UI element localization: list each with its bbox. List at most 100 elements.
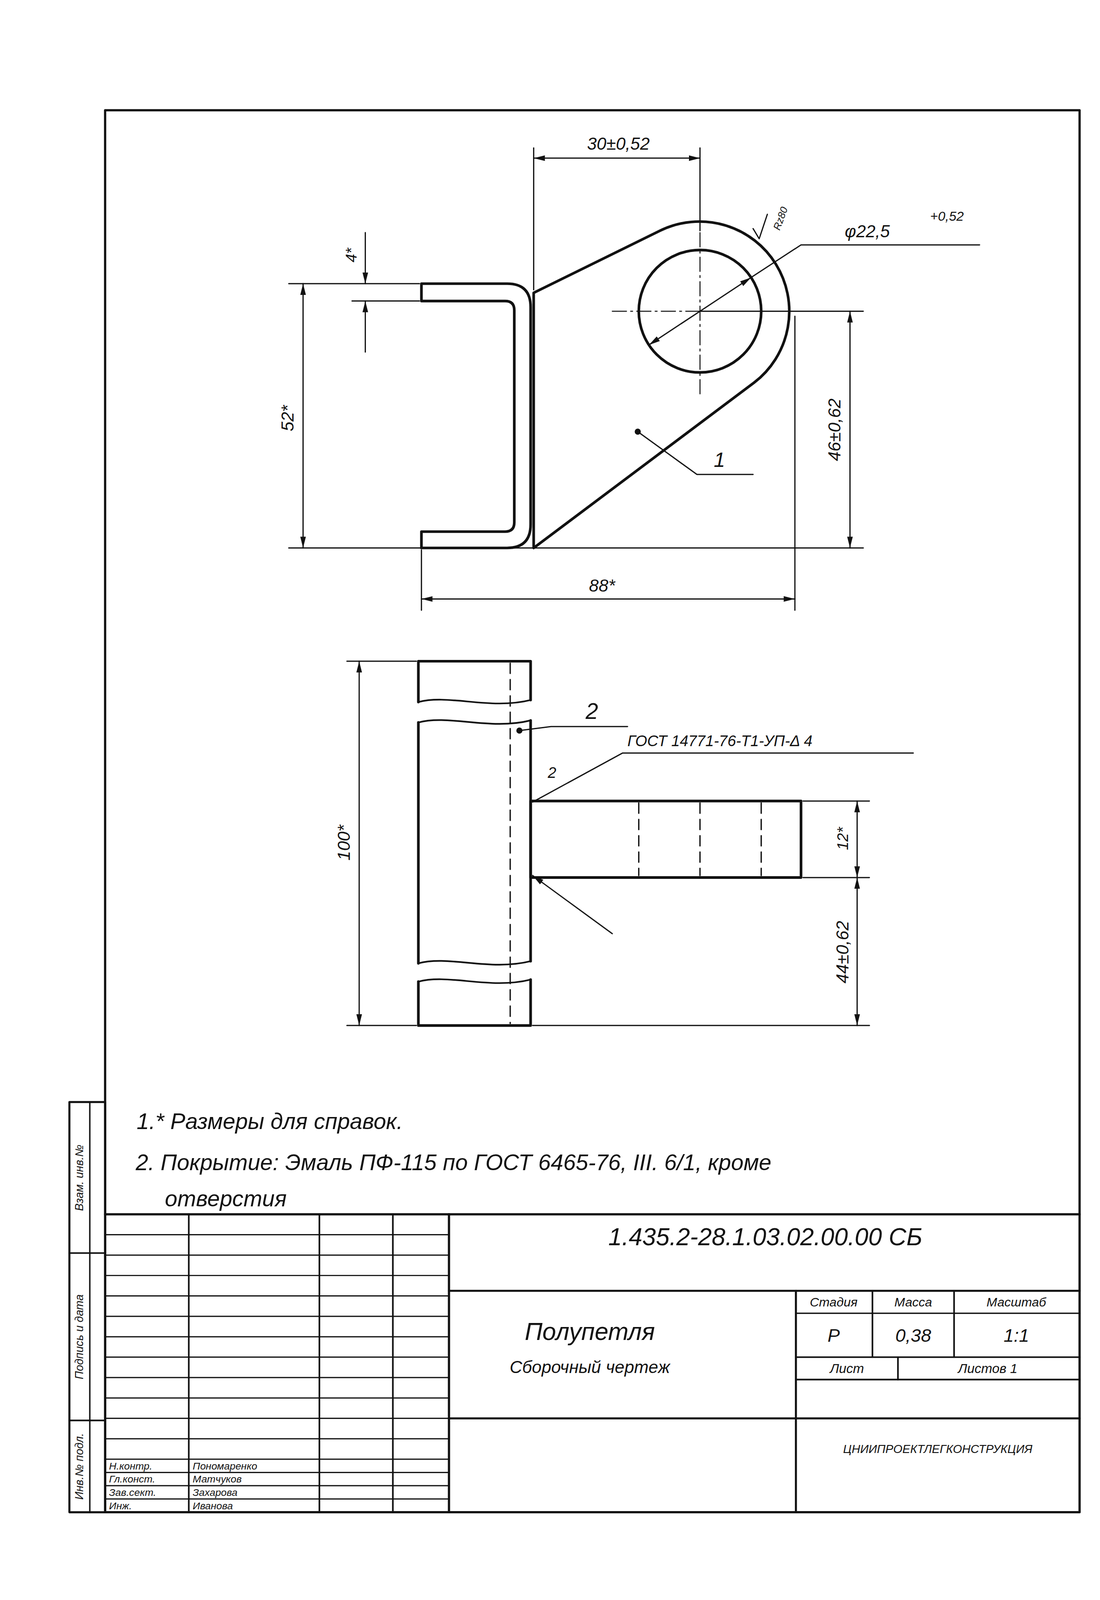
extension-line	[802, 877, 870, 879]
role-cell: Гл.конст.	[108, 1473, 156, 1485]
callout-number: 2	[584, 700, 600, 723]
title-block-line	[447, 1214, 450, 1513]
bent-strip	[421, 283, 531, 549]
extension-line	[802, 800, 870, 802]
dimension-line	[302, 283, 304, 549]
table-cell: 1:1	[1002, 1326, 1030, 1345]
extension-line	[794, 316, 796, 611]
dimension-line	[649, 311, 701, 345]
title-block-line	[953, 1290, 956, 1357]
dimension-text: 100*	[335, 824, 353, 862]
role-cell: Зав.сект.	[108, 1487, 157, 1498]
roughness-mark	[752, 214, 768, 240]
hidden-line	[699, 802, 701, 876]
title-block-line	[795, 1356, 1080, 1359]
dimension-line	[700, 277, 752, 311]
title-block-line	[897, 1356, 899, 1380]
drawing-number: 1.435.2-28.1.03.02.00.00 СБ	[607, 1224, 924, 1250]
dimension-text: 12*	[835, 826, 851, 852]
document-type: Сборочный чертеж	[508, 1358, 672, 1377]
title-block-line	[795, 1312, 1080, 1315]
table-header: Масштаб	[985, 1295, 1047, 1309]
plate-side-view	[530, 801, 802, 878]
hidden-line	[509, 663, 511, 1024]
dimension-line	[358, 661, 361, 1026]
title-block-line	[449, 1417, 1080, 1420]
dimension-text: 30±0,52	[586, 135, 651, 153]
title-block-line	[795, 1378, 1080, 1381]
dimension-text: 44±0,62	[834, 919, 852, 985]
title-block-line	[104, 1213, 1080, 1216]
note-text: 1.* Размеры для справок.	[135, 1110, 404, 1133]
extension-line	[533, 147, 535, 290]
side-strip-text: Подпись и дата	[74, 1293, 86, 1381]
weld-leader	[532, 875, 613, 934]
dimension-text: 52*	[279, 404, 297, 433]
extension-line	[288, 547, 864, 549]
break-line	[418, 699, 531, 983]
weld-leg-number: 2	[546, 764, 558, 781]
name-cell: Захарова	[191, 1487, 239, 1498]
name-cell: Пономаренко	[191, 1460, 258, 1471]
side-strip-line	[69, 1419, 105, 1422]
dimension-text: 4*	[343, 247, 359, 264]
dimension-text: 88*	[587, 577, 616, 595]
side-strip-line	[88, 1102, 91, 1513]
table-cell: Лист	[828, 1361, 865, 1376]
table-header: Масса	[893, 1295, 933, 1309]
dimension-text: φ22,5	[843, 222, 891, 241]
role-cell: Инж.	[108, 1500, 133, 1511]
note-text: 2. Покрытие: Эмаль ПФ-115 по ГОСТ 6465-7…	[135, 1144, 840, 1217]
name-cell: Иванова	[191, 1500, 234, 1511]
table-header: Стадия	[809, 1295, 859, 1309]
strip-side-view	[418, 661, 531, 1026]
table-cell: Листов 1	[957, 1361, 1019, 1376]
title-block-line	[391, 1214, 394, 1513]
center-line	[612, 310, 700, 312]
extension-line	[700, 310, 864, 312]
extension-line	[288, 283, 420, 285]
dimension-line	[533, 157, 700, 160]
table-cell: Р	[826, 1326, 841, 1345]
weld-designation: ГОСТ 14771-76-Т1-УП-Δ 4	[626, 733, 814, 749]
dimension-line	[421, 598, 795, 600]
title-block-line	[794, 1290, 798, 1513]
leader-line	[637, 431, 753, 475]
title-block-row	[104, 1234, 450, 1499]
title-block-line	[188, 1214, 190, 1513]
side-strip-text: Взам. инв.№	[74, 1143, 86, 1212]
center-line	[699, 232, 701, 399]
weld-leader	[532, 752, 914, 802]
title-block-line	[449, 1289, 1080, 1293]
name-cell: Матчуков	[191, 1473, 243, 1485]
dimension-line	[856, 877, 858, 1026]
side-strip	[69, 1102, 105, 1513]
dimension-line	[856, 801, 858, 878]
dimension-text: 46±0,62	[826, 397, 844, 462]
extension-line	[347, 1024, 417, 1027]
title-block-line	[871, 1290, 874, 1357]
plate-outline	[533, 221, 790, 549]
hidden-line	[638, 802, 640, 876]
extension-line	[699, 147, 701, 231]
dimension-line	[364, 232, 366, 284]
leader-line	[751, 244, 980, 278]
title-block-line	[318, 1214, 321, 1513]
table-cell: 0,38	[894, 1326, 933, 1345]
side-strip-text: Инв.№ подл.	[74, 1431, 86, 1501]
extension-line	[420, 550, 423, 611]
extension-line	[532, 1024, 870, 1027]
part-name: Полупетля	[523, 1319, 656, 1344]
extension-line	[347, 660, 417, 663]
role-cell: Н.контр.	[108, 1460, 154, 1471]
tolerance-text: +0,52	[929, 209, 965, 223]
dimension-line	[849, 311, 851, 549]
sheet-frame	[104, 110, 1080, 1513]
roughness-text: Rz80	[771, 204, 790, 233]
leader-line	[519, 726, 628, 731]
side-strip-line	[69, 1252, 105, 1255]
dimension-line	[364, 301, 366, 353]
extension-line	[352, 300, 420, 302]
callout-number: 1	[712, 449, 726, 471]
